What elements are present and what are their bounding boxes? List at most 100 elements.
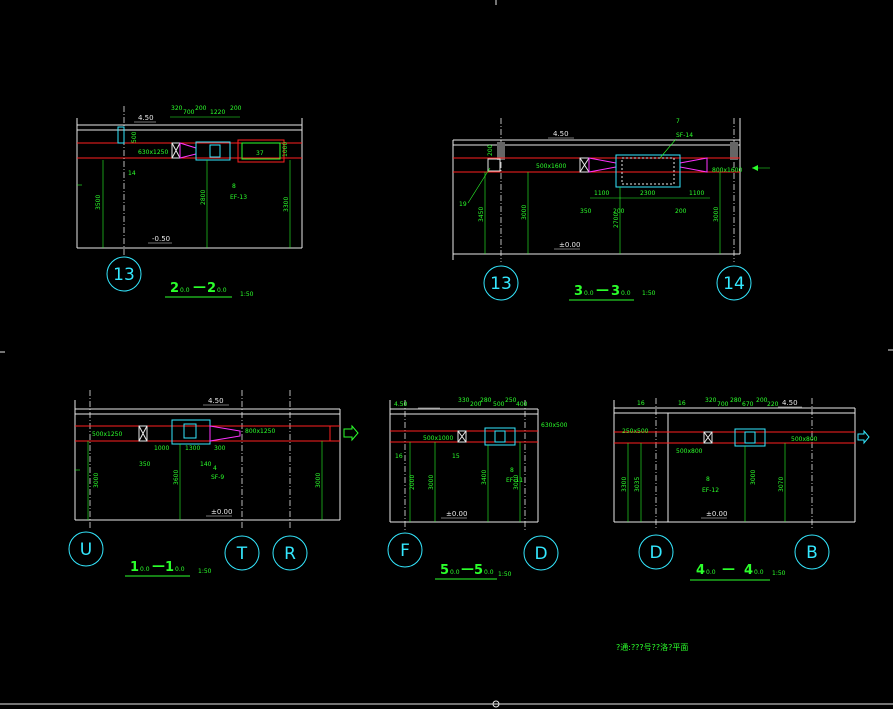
svg-text:0.0: 0.0 [175,566,185,573]
svg-text:3000: 3000 [750,470,757,485]
svg-text:1000: 1000 [282,142,289,157]
svg-text:200: 200 [756,397,768,404]
grid-bubble-r [272,535,308,571]
title-1-1: 1 0.0 — 1 0.0 1:50 [125,559,212,577]
svg-text:250: 250 [505,397,517,404]
svg-text:250x500: 250x500 [622,428,649,435]
svg-text:1220: 1220 [210,109,225,116]
grid-label-13-a: 13 [113,265,135,285]
svg-text:500: 500 [131,131,138,143]
svg-text:1:50: 1:50 [772,570,786,577]
svg-text:2: 2 [170,281,179,296]
svg-text:4.50: 4.50 [394,401,408,408]
svg-text:2700: 2700 [613,213,620,228]
svg-text:350: 350 [139,461,151,468]
svg-text:700: 700 [183,109,195,116]
svg-text:16: 16 [395,453,403,460]
svg-text:0.0: 0.0 [754,569,764,576]
svg-text:4: 4 [696,563,705,578]
title-3-3: 3 0.0 — 3 0.0 1:50 [569,283,656,301]
svg-text:800x1250: 800x1250 [245,428,275,435]
svg-text:3400: 3400 [481,470,488,485]
svg-text:0.0: 0.0 [140,566,150,573]
svg-text:3000: 3000 [315,473,322,488]
svg-text:8: 8 [232,183,236,190]
svg-text:37: 37 [256,150,264,157]
svg-text:0.0: 0.0 [217,287,227,294]
svg-text:800x1600: 800x1600 [712,167,742,174]
svg-text:200: 200 [470,401,482,408]
svg-text:320: 320 [705,397,717,404]
svg-text:4.50: 4.50 [138,114,154,122]
svg-text:0.0: 0.0 [180,287,190,294]
svg-text:0.0: 0.0 [484,569,494,576]
svg-text:330: 330 [458,397,470,404]
svg-text:1100: 1100 [689,190,704,197]
svg-text:200: 200 [230,105,242,112]
svg-text:3000: 3000 [521,205,528,220]
svg-text:7: 7 [676,118,680,125]
svg-text:300: 300 [214,445,226,452]
section-1-1: 500x1250 800x1250 1000 1300 300 350 140 … [74,390,359,530]
svg-text:1: 1 [130,560,139,575]
svg-text:200: 200 [195,105,207,112]
svg-text:3: 3 [611,284,620,299]
svg-text:3300: 3300 [621,477,628,492]
svg-text:±0.00: ±0.00 [211,508,232,516]
svg-text:3300: 3300 [283,197,290,212]
svg-text:5: 5 [474,563,483,578]
grid-label-t: T [236,544,248,564]
svg-text:3450: 3450 [478,207,485,222]
svg-text:200: 200 [487,144,494,156]
section-4-4: 16 16 250x500 500x800 500x800 320 700 28… [613,397,870,530]
svg-text:3000: 3000 [713,207,720,222]
svg-text:16: 16 [678,400,686,407]
svg-text:1:50: 1:50 [198,568,212,575]
svg-text:5: 5 [440,563,449,578]
svg-text:3000: 3000 [513,475,520,490]
svg-text:15: 15 [452,453,460,460]
svg-text:630x500: 630x500 [541,422,568,429]
svg-text:4: 4 [213,465,217,472]
title-2-2: 2 0.0 — 2 0.0 1:50 [165,280,254,298]
svg-text:4.50: 4.50 [782,399,798,407]
svg-text:3070: 3070 [778,477,785,492]
svg-text:350: 350 [580,208,592,215]
grid-bubble-f [387,532,423,568]
svg-text:1000: 1000 [154,445,169,452]
svg-text:4.50: 4.50 [553,130,569,138]
svg-text:0.0: 0.0 [706,569,716,576]
svg-text:500x1000: 500x1000 [423,435,453,442]
grid-bubble-d-a [523,535,559,571]
svg-text:SF-14: SF-14 [676,132,693,139]
svg-text:630x1250: 630x1250 [138,149,168,156]
svg-text:EF-12: EF-12 [702,487,719,494]
svg-text:4.50: 4.50 [208,397,224,405]
svg-text:2800: 2800 [200,190,207,205]
svg-text:-0.50: -0.50 [152,235,170,243]
section-5-5: 4.50 330 200 280 500 250 400 500x1000 63… [389,397,568,530]
svg-text:—: — [722,562,735,577]
svg-text:—: — [461,562,474,577]
svg-text:—: — [596,283,609,298]
grid-label-13-b: 13 [490,274,512,294]
grid-label-d-a: D [534,544,547,564]
grid-bubble-14 [716,265,752,301]
svg-text:4: 4 [744,563,753,578]
svg-text:±0.00: ±0.00 [559,241,580,249]
grid-label-r: R [284,544,296,564]
svg-text:2300: 2300 [640,190,655,197]
svg-text:3000: 3000 [428,475,435,490]
svg-text:500x1250: 500x1250 [92,431,122,438]
svg-text:0.0: 0.0 [450,569,460,576]
svg-text:500: 500 [493,401,505,408]
svg-text:—: — [193,280,206,295]
grid-bubble-d-b [638,534,674,570]
svg-text:2000: 2000 [409,475,416,490]
grid-bubble-13-b [483,265,519,301]
svg-text:400: 400 [516,401,528,408]
svg-text:3035: 3035 [634,477,641,492]
svg-text:220: 220 [767,401,779,408]
svg-text:0.0: 0.0 [584,290,594,297]
